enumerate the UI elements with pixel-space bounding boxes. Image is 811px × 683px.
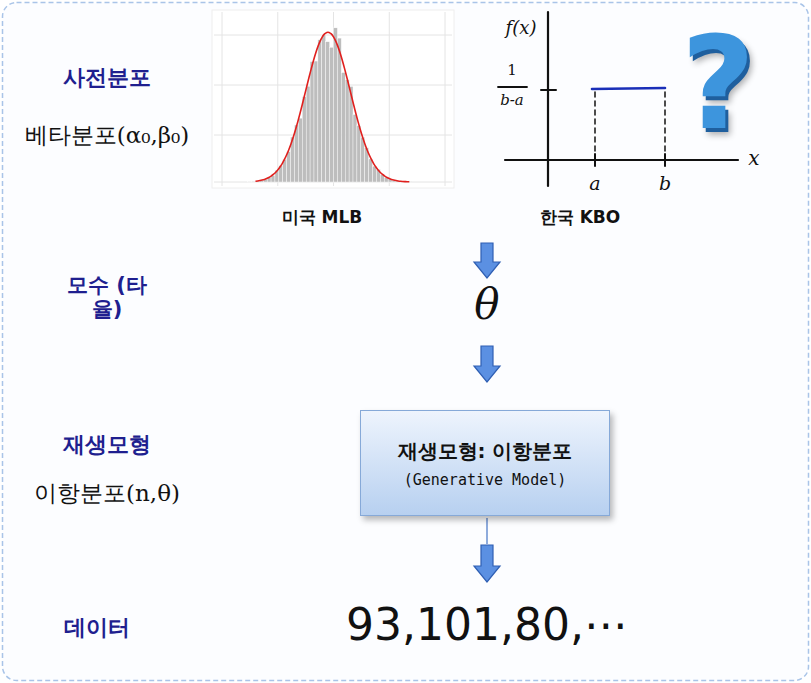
fraction-numerator: 1: [507, 62, 517, 79]
histogram-bar: [252, 181, 256, 183]
histogram-bar: [326, 42, 330, 182]
figure-caption: 미국 MLB: [282, 208, 363, 228]
fraction-line: [498, 86, 527, 88]
histogram-bar: [345, 80, 349, 182]
section-heading: 사전분포: [63, 65, 151, 90]
section-heading: 재생모형: [63, 432, 151, 457]
node-subtitle: (Generative Model): [404, 471, 567, 489]
histogram-bar: [353, 115, 357, 182]
section-heading: 데이터: [64, 615, 130, 640]
histogram-bar: [298, 118, 302, 182]
question-icon: ?: [681, 20, 755, 148]
dashed-line: [664, 92, 666, 158]
grid-line: [277, 12, 278, 186]
dashed-line: [594, 92, 596, 158]
histogram-bar: [248, 181, 252, 182]
plot-area: [212, 10, 454, 188]
axis-label: f(x): [506, 18, 537, 39]
density-line: [592, 88, 665, 89]
down-arrow: [474, 346, 500, 382]
histogram-bar: [369, 159, 373, 182]
histogram-bar: [357, 126, 361, 182]
connector-stub: [486, 518, 488, 544]
tick: [541, 89, 556, 91]
grid-line: [222, 12, 223, 186]
axis-tick-label: a: [589, 173, 600, 195]
down-arrow: [474, 545, 500, 582]
histogram-bar: [314, 61, 318, 182]
histogram-bar: [310, 62, 314, 182]
data-values: 93,101,80,⋯: [346, 600, 628, 651]
histogram-bar: [318, 40, 322, 182]
axis-label: x: [748, 147, 759, 170]
histogram-bar: [306, 86, 310, 182]
panel: [3, 3, 809, 681]
process-box: 재생모형: 이항분포 (Generative Model): [360, 410, 610, 516]
fraction-denominator: b-a: [500, 92, 524, 109]
histogram-bar: [287, 152, 291, 182]
histogram-bar: [334, 28, 338, 182]
down-arrow: [474, 243, 500, 278]
histogram-bar: [373, 166, 377, 182]
node-title: 재생모형: 이항분포: [398, 438, 573, 465]
distribution-name: 베타분포(α₀,β₀): [25, 122, 190, 148]
grid-line: [389, 12, 390, 186]
density-curve: [255, 32, 409, 182]
histogram-bar: [330, 47, 334, 182]
section-heading: 모수 (타율): [67, 273, 147, 321]
histogram-bar: [341, 73, 345, 182]
histogram-bar: [322, 35, 326, 182]
parameter-symbol: θ: [474, 281, 499, 329]
axis-tick-label: b: [659, 173, 671, 195]
histogram-bar: [337, 38, 341, 182]
grid-line: [445, 12, 446, 186]
histogram: [212, 10, 454, 188]
figure-caption: 한국 KBO: [540, 208, 621, 228]
histogram-bar: [302, 97, 306, 182]
x-axis: [505, 159, 738, 161]
distribution-name: 이항분포(n,θ): [34, 480, 180, 506]
